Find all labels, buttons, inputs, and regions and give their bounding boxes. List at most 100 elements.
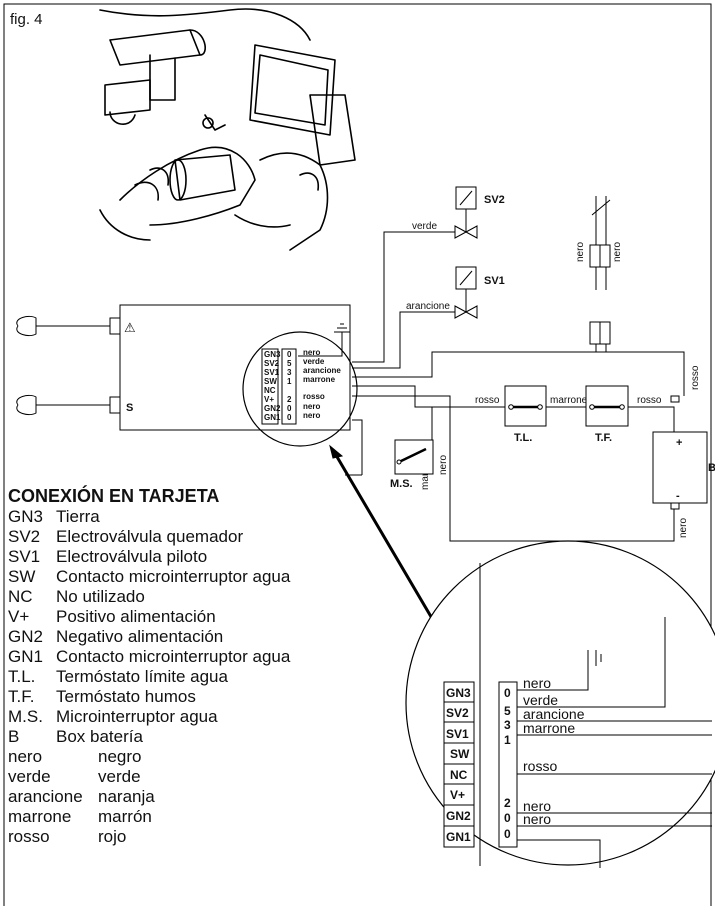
- wire-label-rosso-vertical: rosso: [690, 365, 701, 390]
- legend-desc-b: Box batería: [56, 727, 143, 746]
- legend-desc-gn3: Tierra: [56, 507, 100, 526]
- small-num-0c: 0: [287, 413, 292, 422]
- zoomed-terminal-detail: GN3 SV2 SV1 SW NC V+ GN2 GN1 0 5 3 1 2 0…: [405, 540, 715, 868]
- sv1-label: SV1: [484, 275, 505, 287]
- tl-thermostat: T.L.: [504, 385, 547, 444]
- zoom-num-0a: 0: [504, 686, 511, 700]
- small-num-1: 1: [287, 377, 292, 386]
- color-it-verde: verde: [8, 767, 51, 786]
- small-num-0a: 0: [287, 350, 292, 359]
- small-wire-rosso: rosso: [303, 392, 325, 401]
- battery-plus: +: [676, 437, 682, 449]
- zoom-wire-nero-2: nero: [523, 798, 551, 814]
- ms-micro-switch: M.S.: [390, 439, 434, 490]
- zoom-wire-nero-3: nero: [523, 811, 551, 827]
- battery-installation-illustration: [99, 8, 356, 251]
- zoom-term-sv1: SV1: [446, 727, 469, 741]
- zoom-num-0b: 0: [504, 811, 511, 825]
- color-it-arancione: arancione: [8, 787, 83, 806]
- legend-code-gn3: GN3: [8, 507, 43, 526]
- wire-label-nero-probe-a: nero: [575, 242, 586, 262]
- sv2-label: SV2: [484, 194, 505, 206]
- zoom-wire-rosso: rosso: [523, 758, 557, 774]
- probe-connector: [589, 321, 611, 352]
- small-num-2: 2: [287, 395, 292, 404]
- small-term-sw: SW: [264, 377, 277, 386]
- legend-desc-sv1: Electroválvula piloto: [56, 547, 207, 566]
- zoom-num-2: 2: [504, 796, 511, 810]
- zoom-num-5: 5: [504, 704, 511, 718]
- sv2-solenoid-valve: SV2: [454, 186, 505, 239]
- small-term-gn1: GN1: [264, 413, 281, 422]
- wire-label-verde-top: verde: [412, 221, 437, 232]
- terminal-block-small: GN3 SV2 SV1 SW NC V+ GN2 GN1 0 5 3 1 2 0…: [261, 348, 341, 425]
- zoom-circle: [405, 540, 715, 866]
- legend-desc-tf: Termóstato humos: [56, 687, 196, 706]
- legend-desc-sw: Contacto microinterruptor agua: [56, 567, 291, 586]
- small-wire-nero-2: nero: [303, 402, 320, 411]
- zoom-term-nc: NC: [450, 768, 468, 782]
- legend: CONEXIÓN EN TARJETA GN3 Tierra SV2 Elect…: [8, 485, 291, 846]
- legend-desc-gn1: Contacto microinterruptor agua: [56, 647, 291, 666]
- legend-code-gn2: GN2: [8, 627, 43, 646]
- board-wires: [298, 323, 685, 542]
- valve-wires: [352, 231, 455, 369]
- color-es-marrone: marrón: [98, 807, 152, 826]
- zoom-num-1: 1: [504, 733, 511, 747]
- zoom-wire-marrone: marrone: [523, 720, 575, 736]
- small-term-vplus: V+: [264, 395, 274, 404]
- color-es-arancione: naranja: [98, 787, 155, 806]
- wire-label-nero-vertical: nero: [438, 455, 449, 475]
- small-term-sv1: SV1: [264, 368, 280, 377]
- zoom-source-circle: [242, 331, 358, 447]
- ms-label: M.S.: [390, 478, 413, 490]
- legend-code-tf: T.F.: [8, 687, 34, 706]
- color-es-rosso: rojo: [98, 827, 126, 846]
- zoom-term-sw: SW: [450, 747, 470, 761]
- zoom-term-gn3: GN3: [446, 686, 471, 700]
- zoom-wire-nero: nero: [523, 675, 551, 691]
- legend-desc-tl: Termóstato límite agua: [56, 667, 229, 686]
- small-wire-nero: nero: [303, 348, 320, 357]
- wire-label-rosso-right: rosso: [637, 395, 662, 406]
- small-wire-nero-3: nero: [303, 411, 320, 420]
- zoom-term-gn1: GN1: [446, 830, 471, 844]
- color-it-nero: nero: [8, 747, 42, 766]
- legend-code-gn1: GN1: [8, 647, 43, 666]
- small-term-gn3: GN3: [264, 350, 281, 359]
- color-it-marrone: marrone: [8, 807, 71, 826]
- zoom-num-3: 3: [504, 718, 511, 732]
- figure-label: fig. 4: [10, 11, 43, 28]
- battery-label: B: [708, 462, 715, 474]
- figure-frame: [3, 3, 712, 906]
- zoom-arrow: [329, 444, 442, 633]
- warning-icon: ⚠: [124, 320, 136, 335]
- zoom-num-0c: 0: [504, 827, 511, 841]
- tf-label: T.F.: [595, 432, 612, 444]
- legend-desc-sv2: Electroválvula quemador: [56, 527, 243, 546]
- color-it-rosso: rosso: [8, 827, 50, 846]
- small-num-3: 3: [287, 368, 292, 377]
- zoom-wire-verde: verde: [523, 692, 558, 708]
- legend-code-sv1: SV1: [8, 547, 40, 566]
- tf-thermostat: T.F.: [585, 385, 629, 444]
- legend-desc-ms: Microinterruptor agua: [56, 707, 218, 726]
- tl-label: T.L.: [514, 432, 532, 444]
- control-board: ⚠ S: [16, 304, 351, 431]
- s-terminal-label: S: [126, 402, 133, 414]
- legend-desc-gn2: Negativo alimentación: [56, 627, 223, 646]
- zoom-wire-arancione: arancione: [523, 706, 585, 722]
- wire-label-arancione-top: arancione: [406, 301, 450, 312]
- small-num-5: 5: [287, 359, 292, 368]
- legend-code-ms: M.S.: [8, 707, 43, 726]
- wire-label-nero-probe-b: nero: [612, 242, 623, 262]
- color-es-nero: negro: [98, 747, 141, 766]
- legend-code-sw: SW: [8, 567, 35, 586]
- wire-label-nero-battery: nero: [678, 518, 689, 538]
- small-wire-arancione: arancione: [303, 366, 341, 375]
- legend-title: CONEXIÓN EN TARJETA: [8, 485, 219, 506]
- sv1-solenoid-valve: SV1: [454, 266, 505, 319]
- small-term-sv2: SV2: [264, 359, 280, 368]
